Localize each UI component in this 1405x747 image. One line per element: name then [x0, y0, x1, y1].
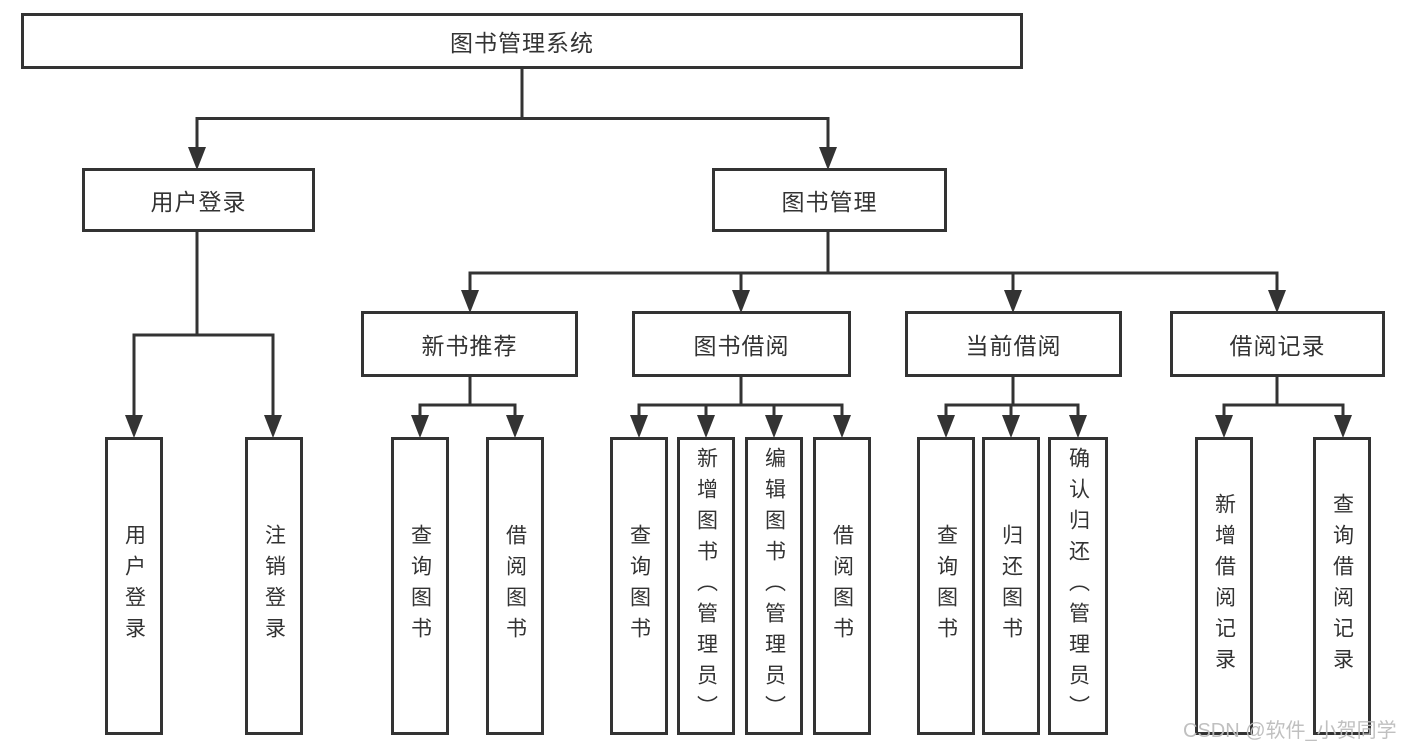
node-new-book-recommend-label: 新书推荐 [421, 333, 518, 359]
leaf-borrow-edit-books-admin-label: 编辑图书（管理员） [762, 446, 786, 726]
leaf-logout: 注销登录 [245, 437, 303, 735]
node-user-login-label: 用户登录 [150, 189, 247, 215]
leaf-borrow-add-books-admin-label: 新增图书（管理员） [694, 446, 718, 726]
node-book-borrow: 图书借阅 [632, 311, 851, 377]
leaf-current-return-books-label: 归还图书 [999, 524, 1023, 648]
leaf-records-add-record-label: 新增借阅记录 [1212, 493, 1236, 679]
node-book-management-label: 图书管理 [781, 189, 878, 215]
leaf-newbook-borrow-books-label: 借阅图书 [503, 524, 527, 648]
node-root-library-system: 图书管理系统 [21, 13, 1023, 69]
leaf-records-query-record: 查询借阅记录 [1313, 437, 1371, 735]
leaf-current-confirm-return-admin: 确认归还（管理员） [1048, 437, 1108, 735]
leaf-borrow-edit-books-admin: 编辑图书（管理员） [745, 437, 803, 735]
leaf-borrow-add-books-admin: 新增图书（管理员） [677, 437, 735, 735]
leaf-borrow-query-books: 查询图书 [610, 437, 668, 735]
leaf-user-login: 用户登录 [105, 437, 163, 735]
leaf-current-return-books: 归还图书 [982, 437, 1040, 735]
node-book-management: 图书管理 [712, 168, 947, 232]
node-current-borrow: 当前借阅 [905, 311, 1122, 377]
leaf-records-query-record-label: 查询借阅记录 [1330, 493, 1354, 679]
node-user-login: 用户登录 [82, 168, 315, 232]
leaf-records-add-record: 新增借阅记录 [1195, 437, 1253, 735]
leaf-newbook-query-books-label: 查询图书 [408, 524, 432, 648]
leaf-newbook-borrow-books: 借阅图书 [486, 437, 544, 735]
node-borrow-records: 借阅记录 [1170, 311, 1385, 377]
leaf-newbook-query-books: 查询图书 [391, 437, 449, 735]
csdn-watermark: CSDN @软件_小贺同学 [1183, 720, 1397, 742]
leaf-current-query-books-label: 查询图书 [934, 524, 958, 648]
leaf-borrow-query-books-label: 查询图书 [627, 524, 651, 648]
leaf-logout-label: 注销登录 [262, 524, 286, 648]
node-new-book-recommend: 新书推荐 [361, 311, 578, 377]
leaf-current-confirm-return-admin-label: 确认归还（管理员） [1066, 446, 1090, 726]
node-root-label: 图书管理系统 [450, 30, 594, 56]
leaf-borrow-borrow-books-label: 借阅图书 [830, 524, 854, 648]
leaf-user-login-label: 用户登录 [122, 524, 146, 648]
node-borrow-records-label: 借阅记录 [1229, 333, 1326, 359]
leaf-current-query-books: 查询图书 [917, 437, 975, 735]
node-current-borrow-label: 当前借阅 [965, 333, 1062, 359]
leaf-borrow-borrow-books: 借阅图书 [813, 437, 871, 735]
node-book-borrow-label: 图书借阅 [693, 333, 790, 359]
